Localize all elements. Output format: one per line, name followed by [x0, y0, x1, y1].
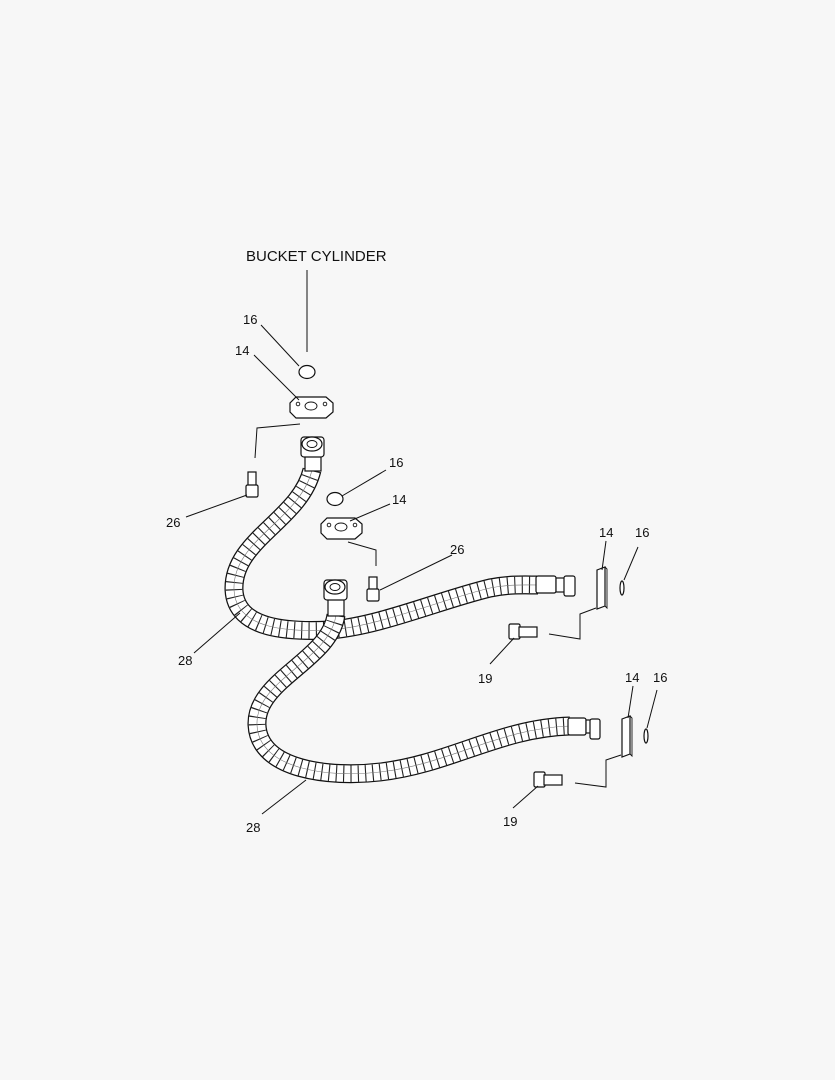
callout-14: 14	[392, 492, 406, 507]
callout-19: 19	[503, 814, 517, 829]
o-ring-upper	[298, 364, 316, 380]
callout-26: 26	[450, 542, 464, 557]
callout-16: 16	[389, 455, 403, 470]
hose-lower	[247, 612, 571, 784]
flange-right-lower-link	[574, 754, 622, 788]
flange-right-lower	[621, 715, 633, 758]
bolt-19-upper	[508, 623, 538, 640]
callout-16: 16	[653, 670, 667, 685]
callout-26: 26	[166, 515, 180, 530]
hose-upper-top-fitting	[300, 436, 325, 472]
callout-16: 16	[635, 525, 649, 540]
callout-19: 19	[478, 671, 492, 686]
o-ring-right-upper	[619, 580, 625, 596]
callout-16: 16	[243, 312, 257, 327]
hose-upper	[224, 467, 539, 641]
flange-middle	[320, 517, 363, 540]
hose-upper-right-fitting	[535, 575, 576, 597]
flange-right-upper-link	[548, 607, 597, 640]
bolt-19-lower	[533, 771, 563, 788]
o-ring-right-lower	[643, 728, 649, 744]
callout-28: 28	[178, 653, 192, 668]
flange-upper-link	[254, 423, 301, 459]
bolt-26-upper	[245, 471, 259, 498]
callout-14: 14	[235, 343, 249, 358]
flange-middle-link	[347, 541, 377, 566]
callout-14: 14	[599, 525, 613, 540]
hose-lower-right-fitting	[567, 717, 601, 740]
bolt-26-middle	[366, 576, 380, 602]
flange-right-upper	[596, 566, 608, 610]
flange-upper	[289, 396, 334, 419]
hose-lower-top-fitting	[323, 579, 348, 617]
callout-14: 14	[625, 670, 639, 685]
diagram-title: BUCKET CYLINDER	[246, 248, 387, 265]
callout-28: 28	[246, 820, 260, 835]
o-ring-middle	[326, 491, 344, 507]
